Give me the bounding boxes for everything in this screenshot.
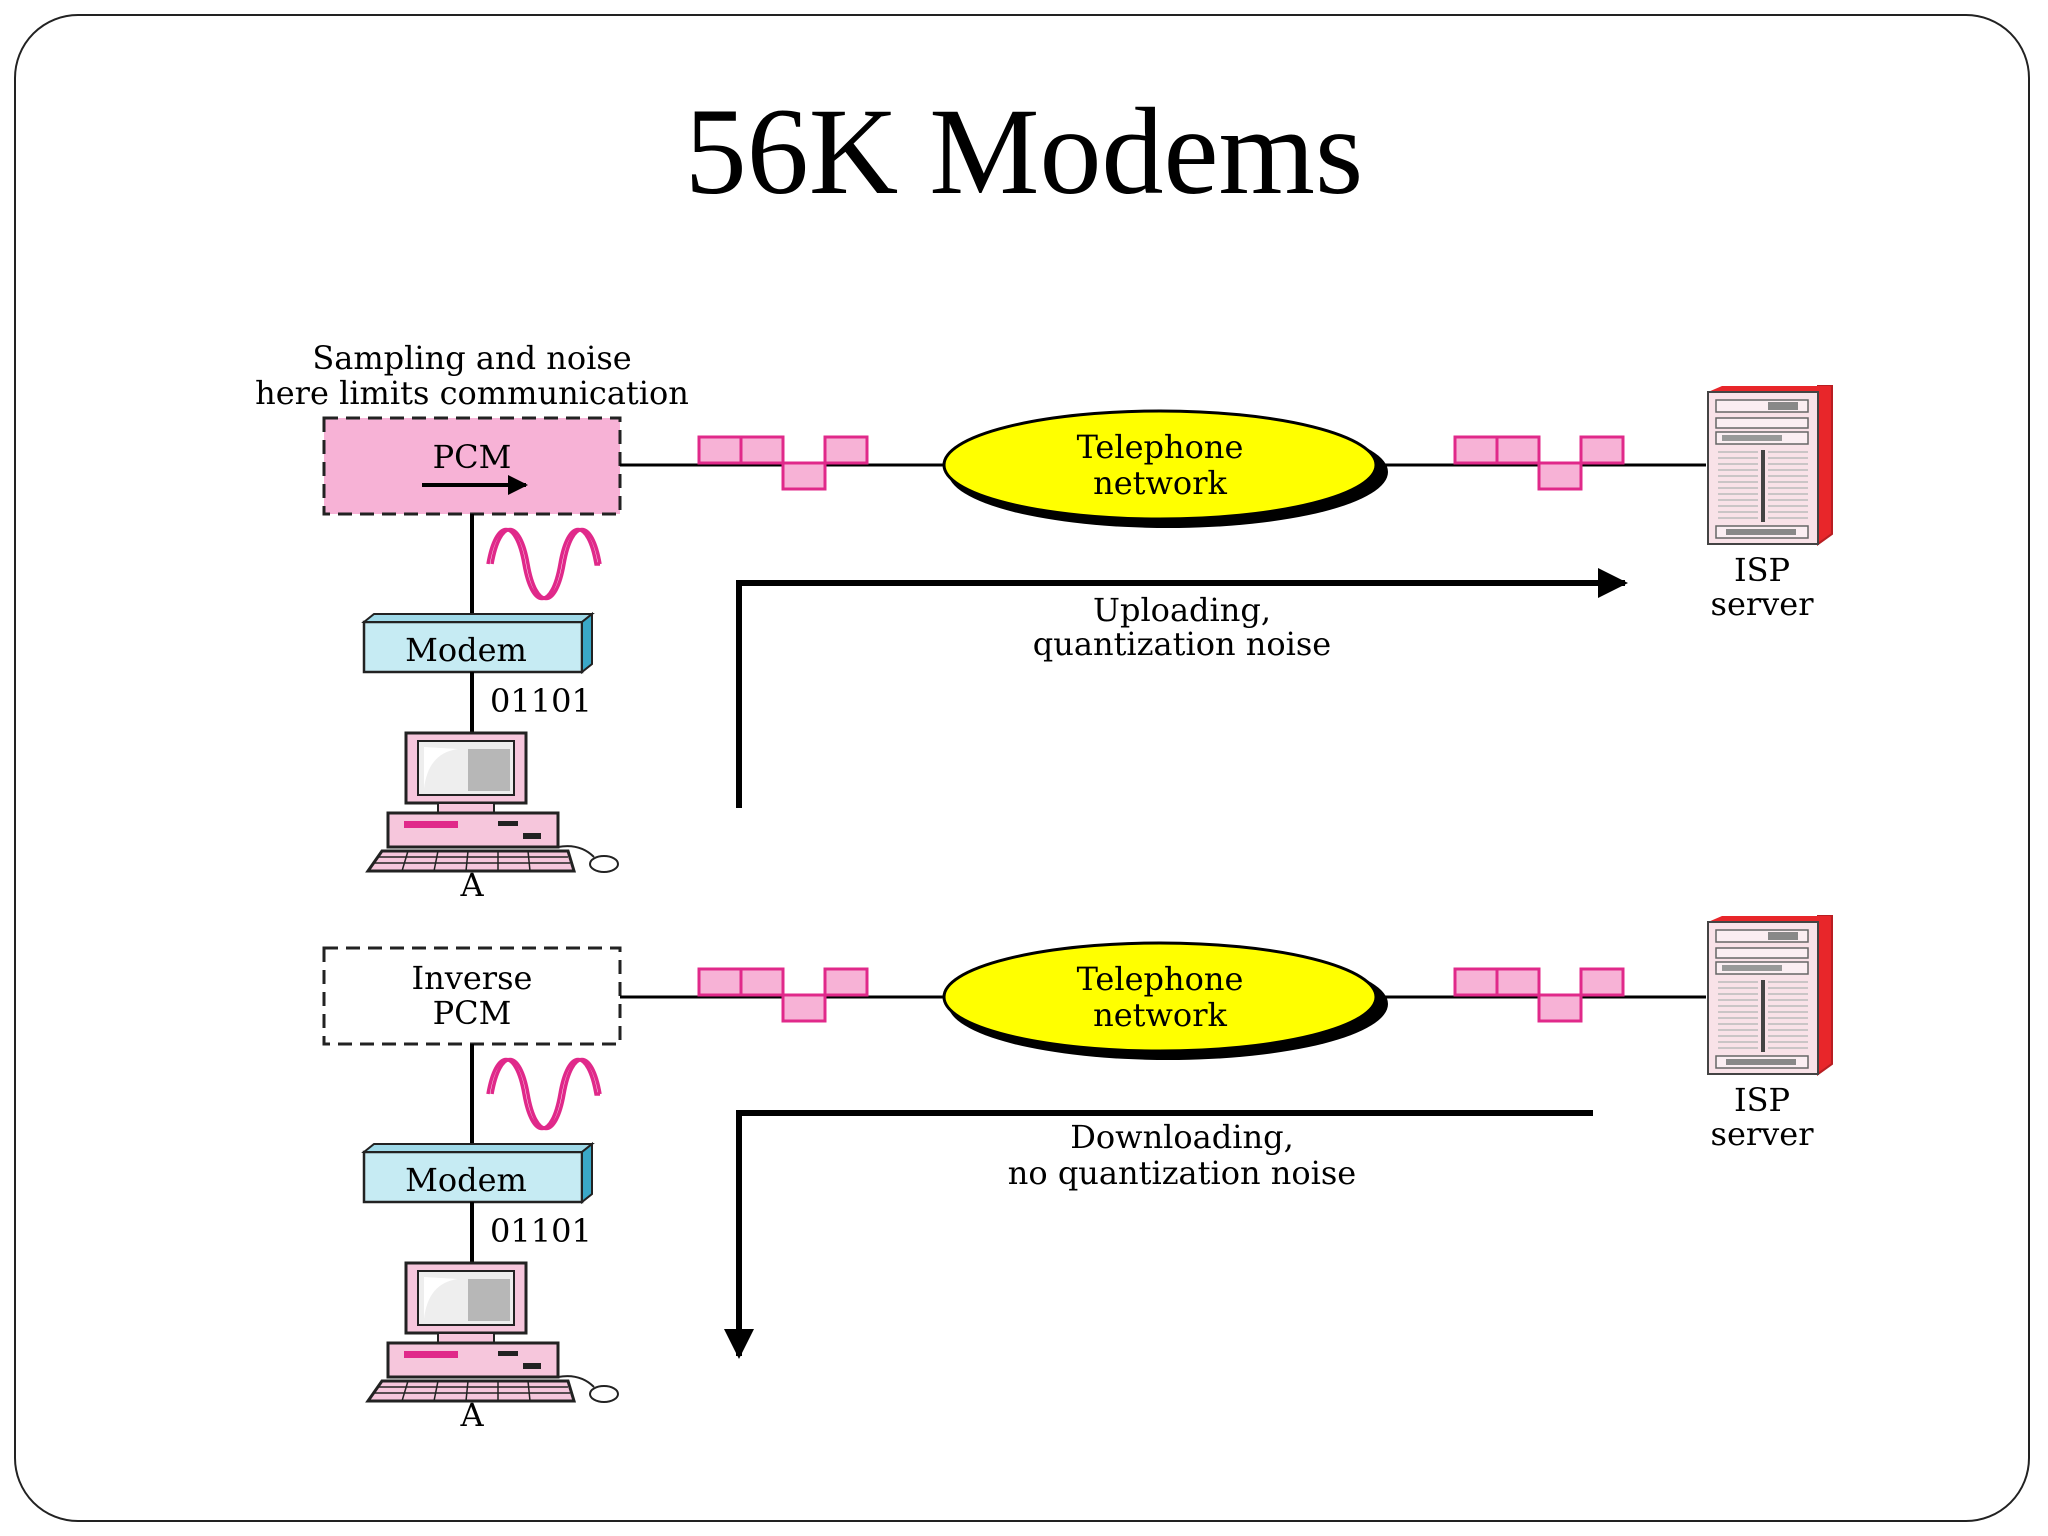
inverse-pcm-line1: Inverse xyxy=(412,959,533,997)
upload-diagram: Sampling and noise here limits communica… xyxy=(255,339,1833,904)
computer-label: A xyxy=(459,1396,484,1434)
upload-direction-arrow xyxy=(736,568,1628,808)
computer-icon xyxy=(366,731,620,874)
modem-label: Modem xyxy=(405,1161,527,1199)
server-label-line2: server xyxy=(1711,585,1815,623)
slide-title: 56K Modems xyxy=(684,83,1364,220)
bits-label: 01101 xyxy=(490,1212,592,1250)
computer-label: A xyxy=(459,866,484,904)
network-label-line1: Telephone xyxy=(1077,428,1244,466)
pulse-train-left xyxy=(697,967,869,1023)
telephone-network-ellipse xyxy=(942,409,1378,521)
telephone-network-ellipse xyxy=(942,941,1378,1053)
isp-server-icon xyxy=(1707,915,1833,1075)
server-label-line2: server xyxy=(1711,1115,1815,1153)
server-label-line1: ISP xyxy=(1734,1081,1790,1119)
pulse-train-right xyxy=(1453,435,1625,491)
upload-arrow-line1: Uploading, xyxy=(1093,591,1271,629)
pulse-train-left xyxy=(697,435,869,491)
upload-note-line2: here limits communication xyxy=(255,374,689,412)
slide-frame xyxy=(14,14,2030,1522)
analog-signal-icon xyxy=(486,1057,602,1131)
network-label-line2: network xyxy=(1093,464,1227,502)
download-arrow-line2: no quantization noise xyxy=(1008,1154,1356,1192)
download-arrow-line1: Downloading, xyxy=(1070,1118,1293,1156)
upload-arrow-line2: quantization noise xyxy=(1033,625,1331,663)
modem-label: Modem xyxy=(405,631,527,669)
upload-note-line1: Sampling and noise xyxy=(312,339,631,377)
bits-label: 01101 xyxy=(490,682,592,720)
server-label-line1: ISP xyxy=(1734,551,1790,589)
pulse-train-right xyxy=(1453,967,1625,1023)
download-diagram: Inverse PCM Telephone network ISP server… xyxy=(322,915,1833,1434)
download-direction-arrow xyxy=(724,1110,1593,1359)
pcm-label: PCM xyxy=(433,438,512,476)
computer-icon xyxy=(366,1261,620,1404)
inverse-pcm-box xyxy=(322,946,622,1046)
analog-signal-icon xyxy=(486,527,602,601)
inverse-pcm-line2: PCM xyxy=(433,994,512,1032)
network-label-line2: network xyxy=(1093,996,1227,1034)
isp-server-icon xyxy=(1707,385,1833,545)
network-label-line1: Telephone xyxy=(1077,960,1244,998)
